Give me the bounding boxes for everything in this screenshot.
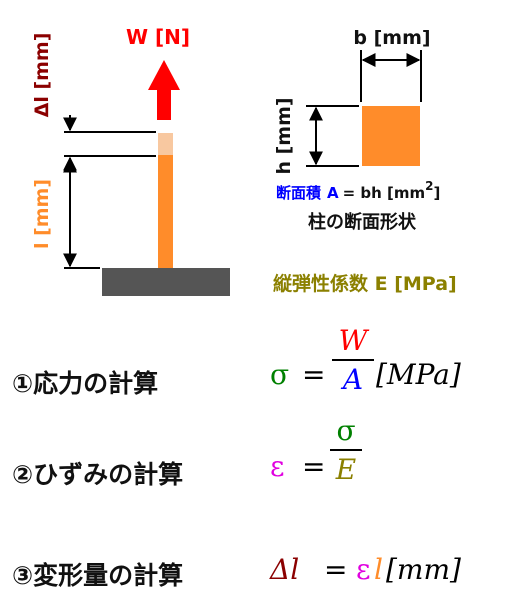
height-dimension — [306, 105, 359, 167]
strain-fraction: σ E — [330, 414, 362, 486]
epsilon-symbol: ε — [270, 450, 285, 483]
numerator-W: W — [338, 324, 368, 357]
force-arrow — [148, 60, 180, 120]
delta-l-symbol: Δl — [270, 553, 300, 586]
area-exponent: 2 — [425, 179, 433, 193]
force-label: W [N] — [126, 25, 190, 49]
cross-section-title: 柱の断面形状 — [308, 211, 417, 233]
width-label: b [mm] — [353, 27, 430, 49]
fraction-bar-1 — [332, 359, 374, 361]
height-label: h [mm] — [273, 97, 295, 174]
denominator-E: E — [335, 453, 357, 486]
fraction-bar-2 — [330, 449, 362, 451]
step-deformation-label: ③変形量の計算 — [12, 561, 184, 590]
area-prefix: 断面積 — [276, 184, 322, 202]
step-strain-label: ②ひずみの計算 — [12, 460, 184, 489]
delta-l-label: Δl [mm] — [31, 33, 53, 118]
column-body — [158, 155, 173, 270]
cross-section — [362, 106, 420, 166]
equals-2: = — [302, 450, 326, 483]
width-dimension — [360, 50, 422, 102]
step-stress-label: ①応力の計算 — [12, 369, 159, 398]
length-label: l [mm] — [31, 179, 53, 249]
unit-mm: [mm] — [386, 553, 461, 586]
sigma-symbol: σ — [270, 358, 290, 391]
denominator-A: A — [342, 363, 364, 396]
equals-3: = — [324, 553, 348, 586]
equals-1: = — [302, 358, 326, 391]
unit-mpa: [MPa] — [376, 358, 461, 391]
reference-lines — [64, 131, 156, 269]
modulus-label: 縦弾性係数 E [MPa] — [273, 272, 457, 295]
stress-fraction: W A — [332, 324, 374, 396]
l-term: l — [374, 553, 383, 586]
epsilon-term: ε — [356, 553, 371, 586]
column-extension — [158, 133, 173, 155]
base-support — [102, 268, 230, 296]
numerator-sigma: σ — [336, 414, 356, 447]
